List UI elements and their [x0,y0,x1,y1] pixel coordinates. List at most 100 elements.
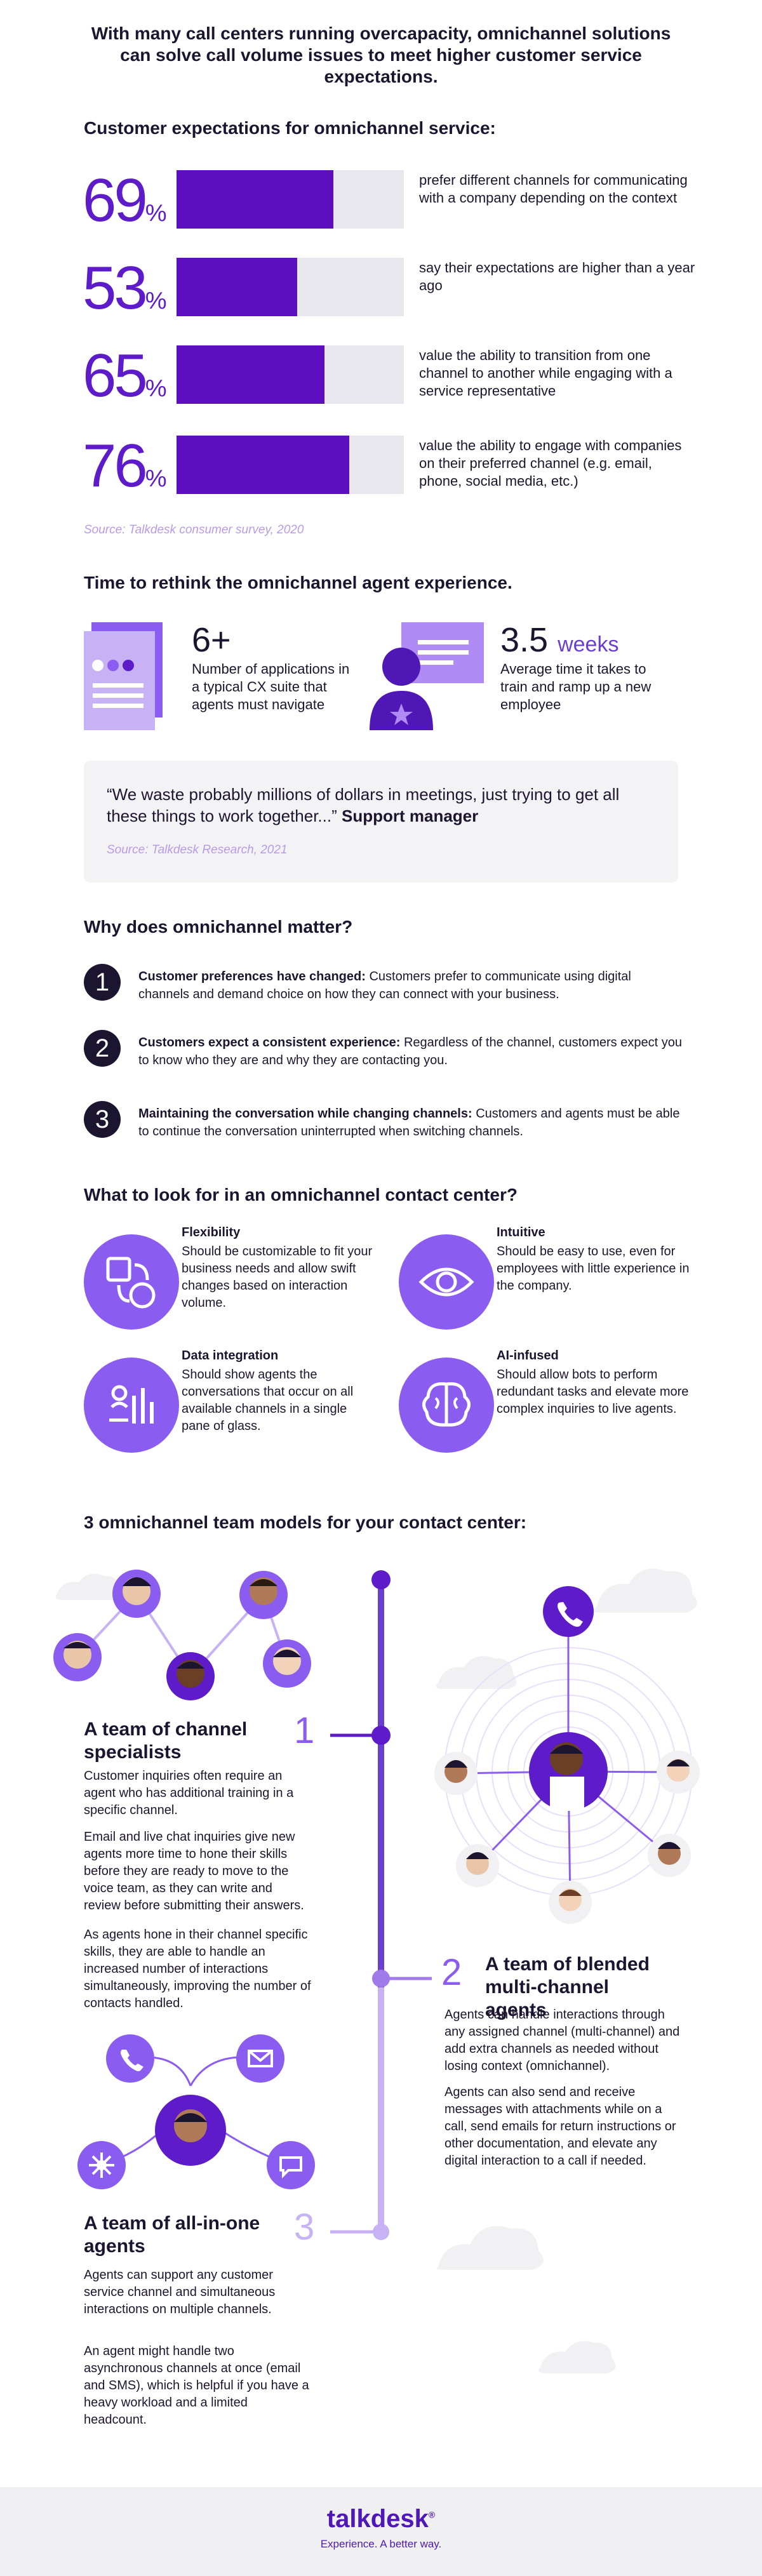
phone-channel-node [106,2034,154,2083]
timeline-node [371,1570,391,1589]
footer [0,2487,762,2576]
models-title: 3 omnichannel team models for your conta… [84,1512,527,1532]
why-text: Customer preferences have changed: Custo… [138,970,631,1001]
brain-icon [422,1382,471,1427]
phone-icon [121,2050,144,2071]
rethink-title: Time to rethink the omnichannel agent ex… [84,573,512,592]
expectation-bar-track [177,170,404,229]
feature-circle [84,1234,179,1330]
chat-icon [279,2156,302,2179]
why-number-badge: 1 [84,964,121,1001]
feature-text: Should allow bots to perform redundant t… [497,1368,689,1416]
feature-circle [399,1358,494,1453]
expectation-text: prefer different channels for communicat… [419,172,688,206]
model-paragraph: Customer inquiries often require an agen… [84,1769,294,1817]
customer-avatar [549,1881,592,1924]
agent-avatar [239,1571,288,1619]
why-number-badge: 2 [84,1030,121,1067]
email-channel-node [236,2034,284,2083]
models-illustration [53,1568,700,2373]
feature-circle [399,1234,494,1330]
expectation-percent: 53% [83,254,167,322]
feature-intuitive: Intuitive Should be easy to use, even fo… [399,1225,716,1346]
feature-title: Flexibility [182,1225,241,1239]
stat-weeks-text: Average time it takes to train and ramp … [500,661,652,712]
expectation-text: value the ability to engage with compani… [419,437,682,489]
customer-avatar [456,1844,499,1887]
cloud-shape [538,2341,616,2373]
model-number: 3 [294,2206,315,2248]
agent-avatar [112,1570,161,1618]
feature-data-integration: Data integration Should show agents the … [84,1349,401,1469]
expectation-row: 69% prefer different channels for commun… [83,166,692,232]
agent-avatar [263,1639,311,1688]
feature-circle [84,1358,179,1453]
quote-source: Source: Talkdesk Research, 2021 [107,843,288,857]
expectation-percent: 65% [83,342,167,410]
why-title: Why does omnichannel matter? [84,917,353,937]
model-paragraph: Email and live chat inquiries give new a… [84,1830,304,1912]
chat-channel-node [267,2141,315,2189]
expectation-bar-fill [177,258,297,316]
expectation-bar-track [177,258,404,316]
why-number-badge: 3 [84,1101,121,1138]
feature-title: Data integration [182,1349,279,1363]
quote-card: “We waste probably millions of dollars i… [84,761,678,883]
intro-headline: With many call centers running overcapac… [91,23,671,86]
feature-text: Should be customizable to fit your busin… [182,1245,373,1310]
stat-weeks-number: 3.5 weeks [500,621,619,659]
model-paragraph: Agents can also send and receive message… [444,2085,676,2168]
expectation-text: say their expectations are higher than a… [419,260,695,293]
model-paragraph: Agents can handle interactions through a… [444,2008,680,2073]
expectation-row: 76% value the ability to engage with com… [83,432,692,498]
expectation-percent: 76% [83,432,167,500]
analytics-icon [109,1385,154,1424]
agent-avatar [53,1633,102,1681]
quote-text: “We waste probably millions of dollars i… [107,785,620,825]
expectation-percent: 69% [83,166,167,234]
feature-title: Intuitive [497,1225,545,1239]
cloud-shape [55,1573,123,1600]
feature-ai-infused: AI-infused Should allow bots to perform … [399,1349,716,1469]
expectations-source: Source: Talkdesk consumer survey, 2020 [84,523,304,537]
eye-icon [418,1267,474,1297]
talkdesk-logo[interactable]: talkdesk® [326,2505,436,2533]
agent-avatar [166,1652,215,1700]
why-text: Maintaining the conversation while chang… [138,1107,680,1138]
documents-icon [84,622,163,730]
stat-apps-text: Number of applications in a typical CX s… [192,661,350,712]
cloud-shape [436,2226,544,2270]
customer-avatar [434,1752,478,1795]
feature-text: Should show agents the conversations tha… [182,1368,354,1433]
expectation-bar-fill [177,170,334,229]
model-title: A team of blended multi-channel agents [485,1954,650,2020]
model-paragraph: Agents can support any customer service … [84,2268,276,2316]
expectation-bar-track [177,436,404,494]
lookfor-title: What to look for in an omnichannel conta… [84,1185,518,1205]
expectation-row: 53% say their expectations are higher th… [83,254,695,320]
cloud-shape [436,1656,517,1689]
email-icon [248,2050,273,2067]
stat-apps-number: 6+ [192,621,231,659]
model-title: A team of channel specialists [84,1719,248,1763]
expectation-bar-track [177,345,404,404]
expectation-text: value the ability to transition from one… [419,347,672,399]
model-number: 1 [294,1710,315,1751]
model-title: A team of all-in-one agents [84,2213,260,2257]
feature-flexibility: Flexibility Should be customizable to fi… [84,1225,401,1346]
expectation-bar-fill [177,345,324,404]
model-paragraph: An agent might handle two asynchronous c… [84,2344,309,2427]
quote-author: Support manager [342,806,479,825]
why-text: Customers expect a consistent experience… [138,1036,682,1067]
feature-text: Should be easy to use, even for employee… [497,1245,690,1293]
transition-icon [106,1257,156,1309]
cloud-shape [593,1568,697,1613]
model-number: 2 [441,1952,462,1993]
agent-training-icon [370,622,484,730]
feature-title: AI-infused [497,1349,559,1363]
footer-tagline: Experience. A better way. [320,2538,442,2550]
expectation-bar-fill [177,436,350,494]
expectations-title: Customer expectations for omnichannel se… [84,118,496,138]
expectation-row: 65% value the ability to transition from… [83,342,692,408]
customer-avatar [657,1751,700,1794]
